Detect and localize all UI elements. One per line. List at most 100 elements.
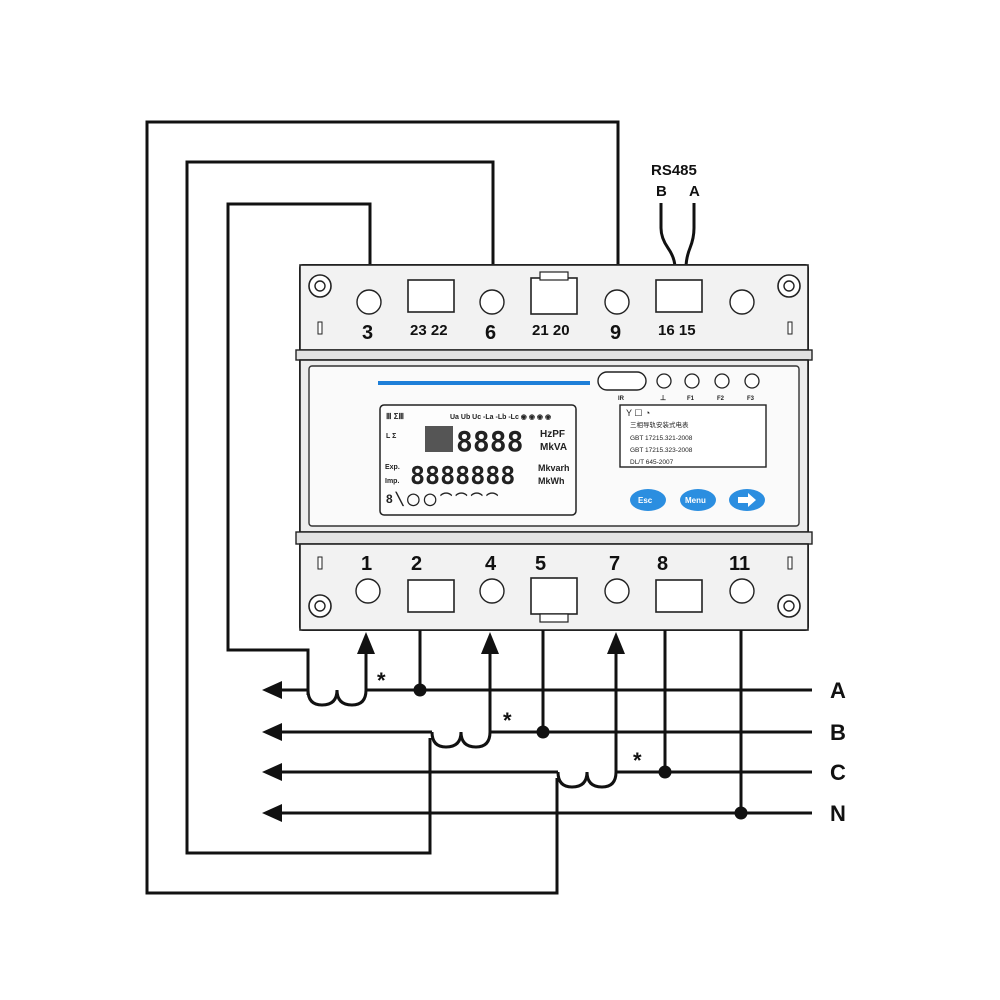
menu-button-label: Menu	[685, 496, 706, 505]
terminal-23-22-label: 23 22	[410, 322, 448, 339]
pulse-led-label: ⊥	[660, 394, 666, 402]
label-plate-icons: Y ☐ ◔	[626, 408, 650, 418]
line-n-arrow	[262, 804, 282, 822]
terminal-7-screw	[604, 578, 630, 604]
lcd-row2-prefix-a: Exp.	[385, 464, 400, 471]
lcd-phase-indicators: Ua Ub Uc -La -Lb -Lc ◉ ◉ ◉ ◉	[450, 414, 551, 421]
f3-label: F3	[747, 396, 755, 402]
lcd-display: Ⅲ ΣⅢ Ua Ub Uc -La -Lb -Lc ◉ ◉ ◉ ◉ L Σ 88…	[379, 404, 577, 516]
f1-label: F1	[687, 396, 695, 402]
f1-led	[684, 373, 700, 389]
clip-bottom-left	[317, 556, 323, 570]
lcd-hatch-block	[425, 426, 453, 452]
terminal-7-label: 7	[609, 553, 620, 575]
voltage-tap-n-node	[734, 806, 748, 820]
terminal-4-label: 4	[485, 553, 497, 575]
terminal-9-screw	[604, 289, 630, 315]
line-a-label: A	[830, 678, 846, 703]
lcd-row2-prefix-b: Imp.	[385, 478, 399, 485]
ct-b-lead-arrow	[481, 632, 499, 654]
line-b-arrow	[262, 723, 282, 741]
arrow-right-icon	[738, 493, 756, 507]
wire-loop-middle	[185, 160, 495, 855]
ct-a-polarity-mark: *	[377, 668, 386, 693]
ct-coil-b	[430, 731, 492, 749]
rs485-wire-b	[659, 203, 677, 284]
lcd-side-labels: L Σ	[386, 433, 396, 440]
ir-port	[597, 371, 647, 391]
menu-button[interactable]: Menu	[680, 489, 716, 511]
line-b-label: B	[830, 720, 846, 745]
lcd-top-row: Ⅲ ΣⅢ	[386, 412, 404, 421]
terminal-1-screw	[355, 578, 381, 604]
clip-top-right	[787, 321, 793, 335]
terminal-9-label: 9	[610, 322, 621, 344]
terminal-4-screw	[479, 578, 505, 604]
voltage-tap-a-node	[413, 683, 427, 697]
wire-loop-inner	[226, 202, 372, 695]
line-c-arrow	[262, 763, 282, 781]
ct-coil-a	[306, 689, 368, 707]
terminal-spare-screw	[729, 289, 755, 315]
mounting-hole-top-left	[308, 274, 332, 298]
mounting-hole-bottom-left	[308, 594, 332, 618]
lcd-row2-digits: 8888888	[410, 461, 515, 490]
terminal-8-block	[655, 579, 703, 613]
energy-meter: 3 23 22 6 21 20 9 16 15 IR ⊥ F1 F2 F3 Ⅲ …	[295, 264, 813, 631]
ct-coil-c	[556, 771, 618, 789]
voltage-tap-b-node	[536, 725, 550, 739]
terminal-16-15-block	[655, 279, 703, 313]
ct-b-polarity-mark: *	[503, 708, 512, 733]
pulse-led	[656, 373, 672, 389]
label-plate-line3: GBT 17215.323-2008	[630, 447, 693, 454]
terminal-3-screw	[356, 289, 382, 315]
wire-loop-outer	[145, 120, 620, 895]
esc-button[interactable]: Esc	[630, 489, 666, 511]
ct-c-lead-arrow	[607, 632, 625, 654]
terminal-21-20-label: 21 20	[532, 322, 570, 339]
terminal-2-label: 2	[411, 553, 422, 575]
terminal-21-20-block	[530, 271, 578, 315]
terminal-11-label: 11	[729, 553, 750, 575]
terminal-3-label: 3	[362, 322, 373, 344]
line-n-label: N	[830, 801, 846, 826]
mounting-hole-bottom-right	[777, 594, 801, 618]
terminal-23-22-block	[407, 279, 455, 313]
terminal-5-block	[530, 577, 578, 623]
rs485-wire-a	[684, 203, 696, 284]
terminal-1-label: 1	[361, 553, 372, 575]
mounting-hole-top-right	[777, 274, 801, 298]
ir-label: IR	[618, 396, 625, 402]
terminal-2-block	[407, 579, 455, 613]
line-c-label: C	[830, 760, 846, 785]
label-plate-line1: 三相导轨安装式电表	[630, 420, 689, 429]
lcd-bottom-icons: 8 ╲ ◯ ◯ ⌒ ⌒ ⌒ ⌒	[386, 491, 498, 507]
f3-led	[744, 373, 760, 389]
lcd-row1-units-a: HzPF	[540, 429, 565, 440]
clip-top-left	[317, 321, 323, 335]
lcd-row1-units-b: MkVA	[540, 442, 567, 453]
terminal-6-label: 6	[485, 322, 496, 344]
terminal-16-15-label: 16 15	[658, 322, 696, 339]
ct-a-lead-arrow	[357, 632, 375, 654]
terminal-11-screw	[729, 578, 755, 604]
rs485-title: RS485	[651, 162, 697, 179]
label-plate-line4: DL/T 645-2007	[630, 459, 674, 466]
ct-c-polarity-mark: *	[633, 748, 642, 773]
f2-label: F2	[717, 396, 725, 402]
terminal-8-label: 8	[657, 553, 668, 575]
label-plate: Y ☐ ◔ 三相导轨安装式电表 GBT 17215.321-2008 GBT 1…	[619, 404, 767, 468]
line-a-arrow	[262, 681, 282, 699]
enter-button[interactable]	[729, 489, 765, 511]
lcd-row2-units-a: Mkvarh	[538, 463, 570, 473]
label-plate-line2: GBT 17215.321-2008	[630, 435, 693, 442]
lower-rail	[295, 531, 813, 545]
lcd-row2-units-b: MkWh	[538, 476, 565, 486]
rs485-a-label: A	[689, 183, 700, 200]
voltage-tap-c-node	[658, 765, 672, 779]
clip-bottom-right	[787, 556, 793, 570]
f2-led	[714, 373, 730, 389]
esc-button-label: Esc	[638, 496, 653, 505]
terminal-6-screw	[479, 289, 505, 315]
